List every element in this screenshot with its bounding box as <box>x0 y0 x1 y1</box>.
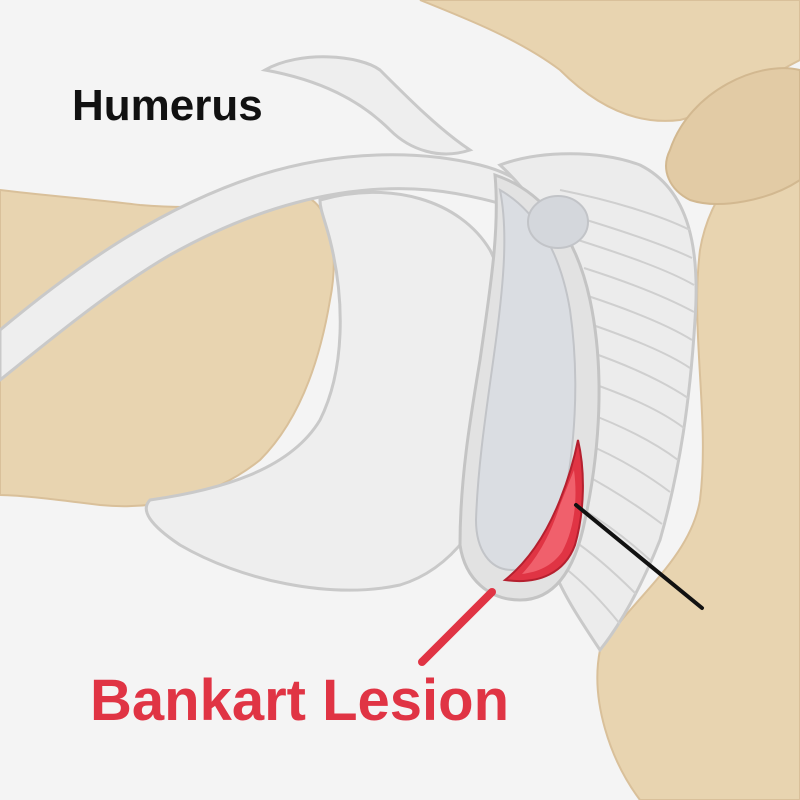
lesion-pointer-line-black <box>574 503 704 610</box>
lesion-pointer-line-red <box>418 588 496 666</box>
coracoid-bone <box>665 67 800 205</box>
humerus-label: Humerus <box>72 81 263 130</box>
glenoid-face <box>474 188 577 572</box>
scapula-bone <box>596 118 800 800</box>
coracohumeral-ligament <box>260 55 474 156</box>
glenoid-highlight <box>527 195 589 249</box>
bankart-lesion-label: Bankart Lesion <box>90 668 509 733</box>
bankart-lesion-shade <box>522 470 576 574</box>
